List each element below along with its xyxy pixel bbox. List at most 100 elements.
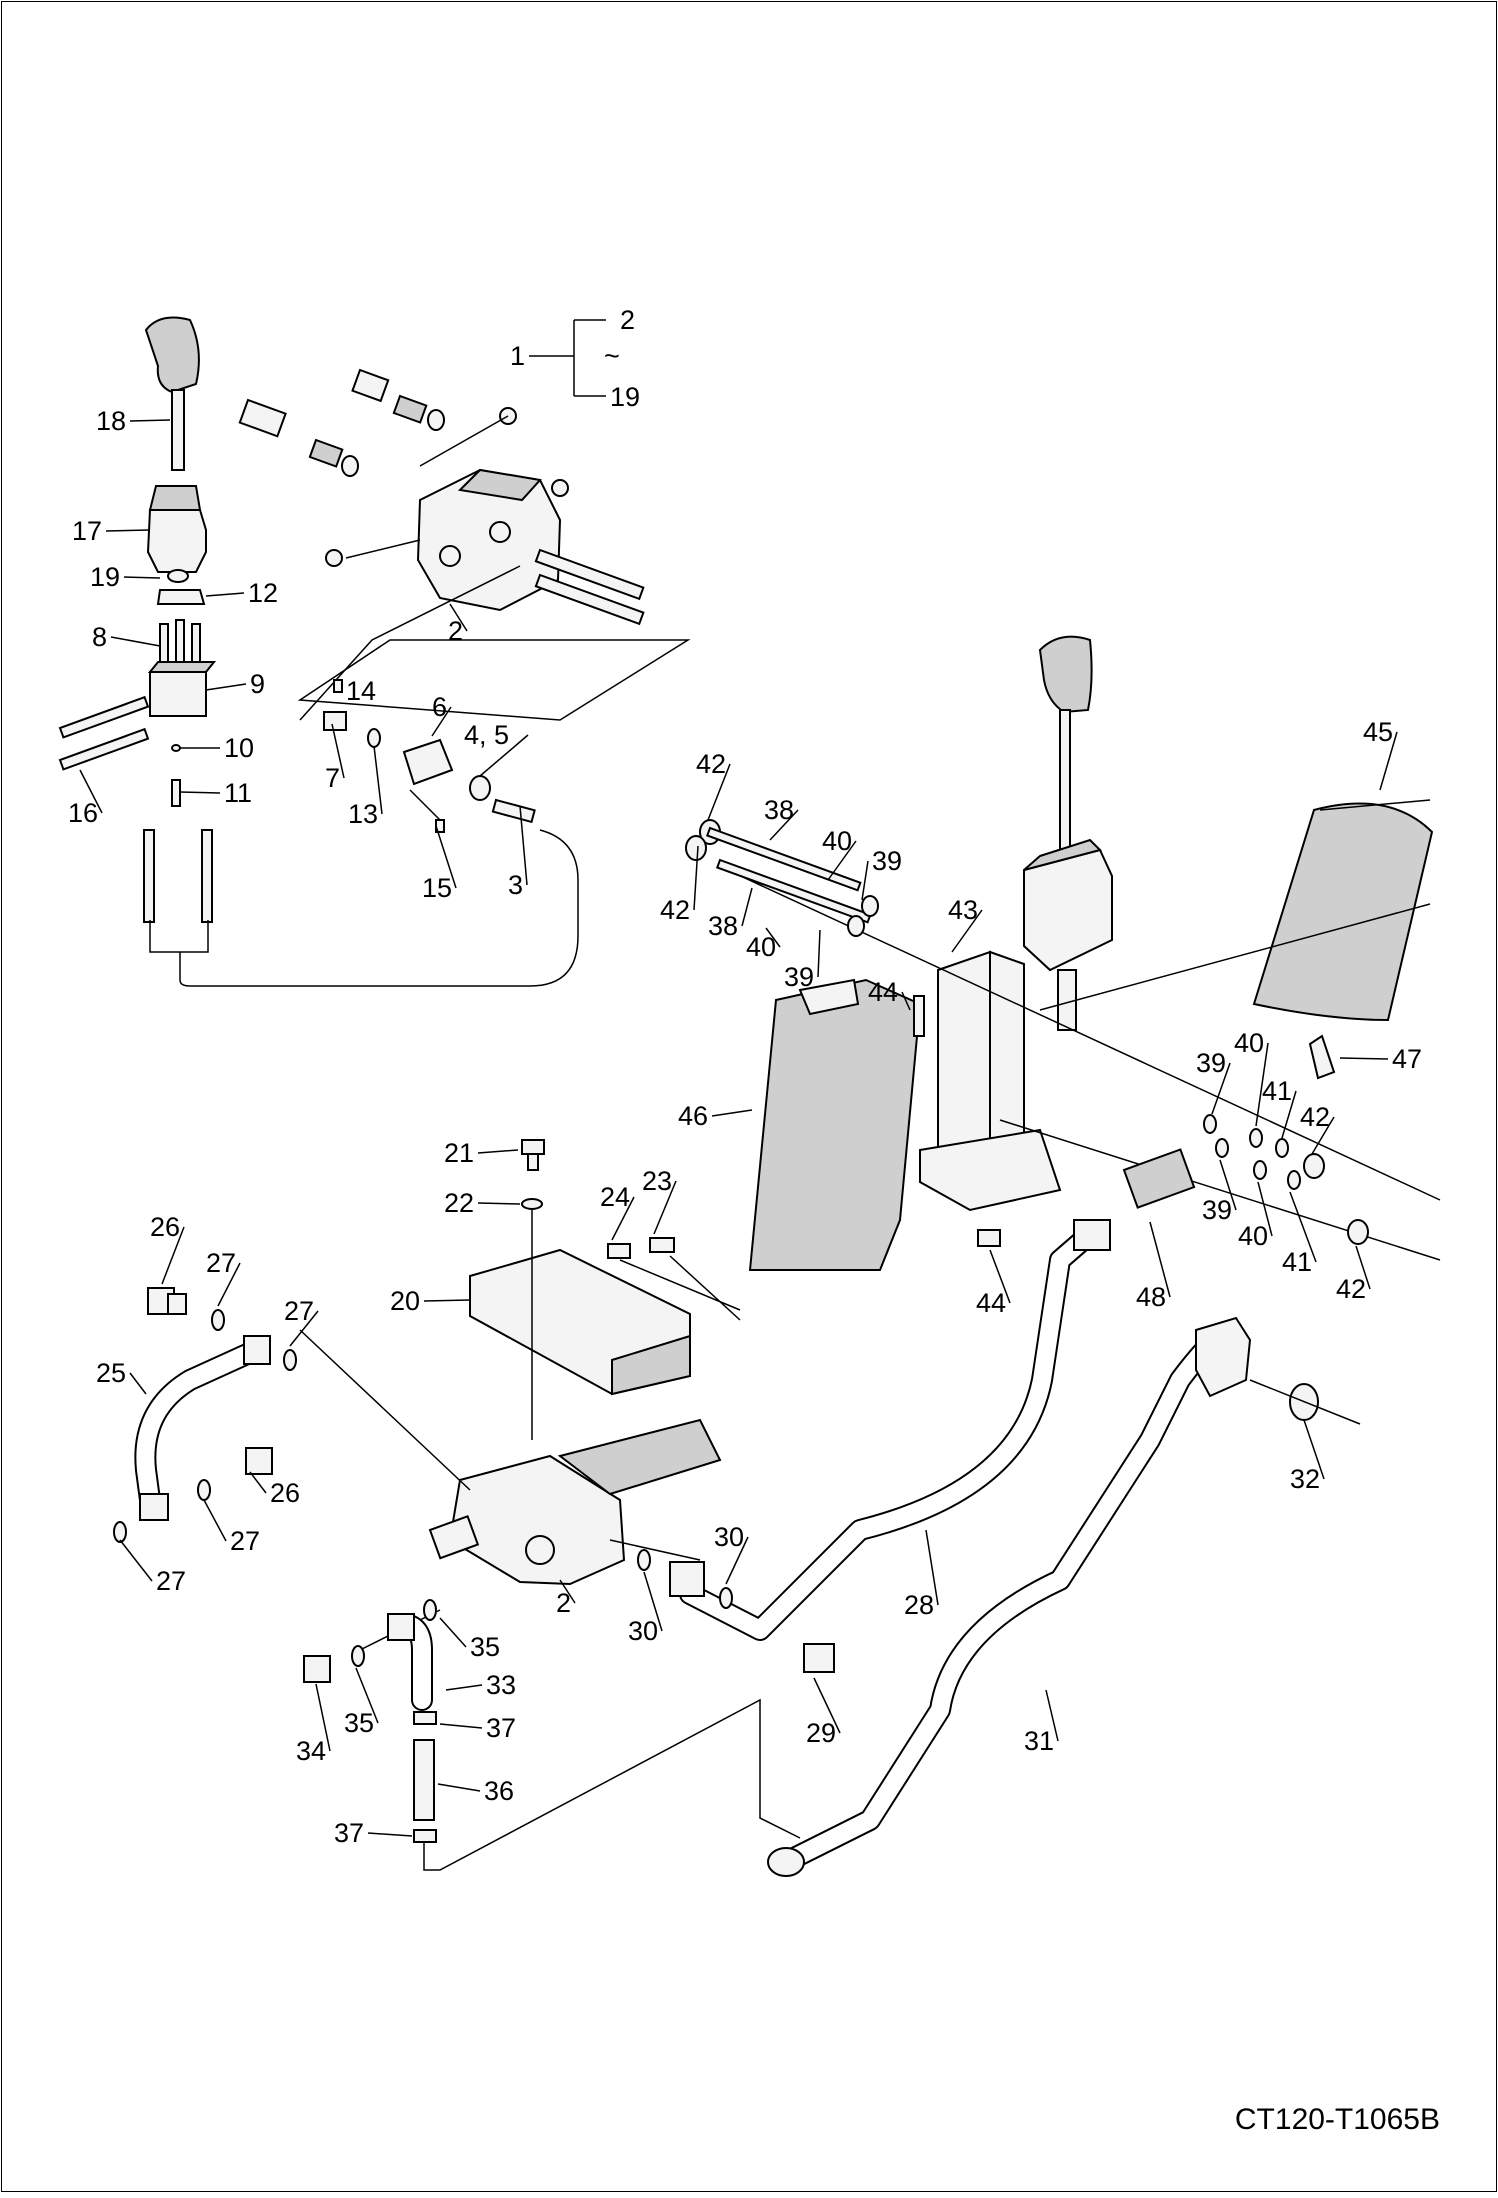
leader-line — [105, 529, 151, 532]
callout-label: 40 — [1234, 1028, 1264, 1058]
callout-label: 42 — [1336, 1274, 1366, 1304]
callout-label: 47 — [1392, 1044, 1422, 1074]
callout-label: 12 — [248, 578, 278, 608]
leader-line — [1355, 1245, 1371, 1290]
joystick-bracket-assembly — [685, 635, 1441, 1271]
leader-line — [817, 929, 821, 978]
leader-line — [119, 1539, 153, 1582]
callout-label: 48 — [1136, 1282, 1166, 1312]
callout-label: 25 — [96, 1358, 126, 1388]
callout-label: 28 — [904, 1590, 934, 1620]
callout-label: 27 — [206, 1248, 236, 1278]
callout-label: 20 — [390, 1286, 420, 1316]
callout-label: 24 — [600, 1182, 630, 1212]
leader-line — [827, 840, 857, 881]
leader-line — [1289, 1191, 1317, 1263]
leader-line — [769, 809, 799, 841]
leader-line — [367, 1832, 413, 1837]
callout-label: 34 — [296, 1736, 326, 1766]
callout-label: 29 — [806, 1718, 836, 1748]
leader-line — [449, 603, 468, 632]
callout-label: 22 — [444, 1188, 474, 1218]
leader-line — [693, 845, 699, 911]
leader-line — [205, 683, 247, 691]
leader-line — [643, 1571, 663, 1632]
callout-label: 40 — [1238, 1221, 1268, 1251]
leader-line — [203, 1499, 227, 1542]
leader-line — [711, 1109, 753, 1117]
callout-label: 7 — [325, 763, 340, 793]
leader-line — [1281, 1090, 1297, 1139]
callout-label: 41 — [1282, 1247, 1312, 1277]
callout-label: 42 — [1300, 1102, 1330, 1132]
leader-line — [707, 763, 731, 821]
leader-line — [989, 1249, 1011, 1304]
leader-line — [439, 1617, 467, 1648]
callout-label: 17 — [72, 516, 102, 546]
leader-line — [653, 1180, 677, 1235]
control-valve-upper — [238, 368, 691, 721]
leader-line — [1339, 1057, 1389, 1060]
leader-line — [423, 1299, 471, 1302]
callout-label: 45 — [1363, 717, 1393, 747]
callout-label: 43 — [948, 895, 978, 925]
callout-label: 39 — [872, 846, 902, 876]
leader-line — [813, 1677, 841, 1734]
callout-label: 19 — [90, 562, 120, 592]
leader-line — [765, 927, 781, 948]
callout-label: 37 — [334, 1818, 364, 1848]
control-lever-assembly — [58, 316, 579, 987]
leader-line — [249, 1471, 267, 1494]
callout-label: 27 — [156, 1566, 186, 1596]
leader-line — [373, 745, 383, 815]
leader-line — [1255, 1042, 1269, 1127]
assembly-bracket-1: 2 ~ 19 — [554, 305, 640, 412]
leader-line — [161, 1226, 185, 1285]
callout-label: 8 — [92, 622, 107, 652]
callout-label: 1 — [510, 341, 525, 371]
leader-line — [437, 1783, 481, 1792]
fitting-parts — [323, 679, 536, 833]
leader-line — [477, 1149, 519, 1154]
leader-line — [1045, 1689, 1059, 1742]
callout-label: 26 — [270, 1478, 300, 1508]
callout-label: 9 — [250, 669, 265, 699]
mounting-plate-and-valve — [299, 1139, 741, 1651]
leader-line — [1311, 1116, 1335, 1155]
leader-line — [477, 1202, 521, 1205]
hydraulic-hoses — [637, 1219, 1361, 1877]
leader-line — [289, 1310, 319, 1347]
callout-label: 21 — [444, 1138, 474, 1168]
callout-label: 39 — [1196, 1048, 1226, 1078]
callout-label: 39 — [1202, 1195, 1232, 1225]
callout-label: 33 — [486, 1670, 516, 1700]
leader-line — [445, 1684, 483, 1691]
callout-label: 42 — [696, 749, 726, 779]
leader-line — [110, 636, 161, 647]
leader-line — [925, 1529, 939, 1606]
leader-line — [439, 1723, 483, 1729]
callout-label: 40 — [822, 826, 852, 856]
leader-line — [611, 1196, 635, 1241]
callout-label: 6 — [432, 692, 447, 722]
callout-label: 16 — [68, 798, 98, 828]
callout-label: 15 — [422, 873, 452, 903]
leader-line — [129, 1372, 147, 1395]
leader-line — [205, 592, 245, 597]
callout-label: 37 — [486, 1713, 516, 1743]
callout-label: 30 — [628, 1616, 658, 1646]
leader-line — [519, 805, 528, 886]
left-hose-fittings — [113, 1287, 297, 1543]
leader-line — [559, 1579, 576, 1604]
callout-label: 44 — [976, 1288, 1006, 1318]
callout-label: 2 — [448, 616, 463, 646]
leader-line — [1211, 1062, 1231, 1115]
callout-label: 35 — [470, 1632, 500, 1662]
leader-line — [355, 1667, 379, 1724]
callout-label: 2 — [556, 1588, 571, 1618]
callout-label: 11 — [224, 778, 252, 808]
callout-label: 38 — [708, 911, 738, 941]
leader-line — [1149, 1221, 1171, 1298]
